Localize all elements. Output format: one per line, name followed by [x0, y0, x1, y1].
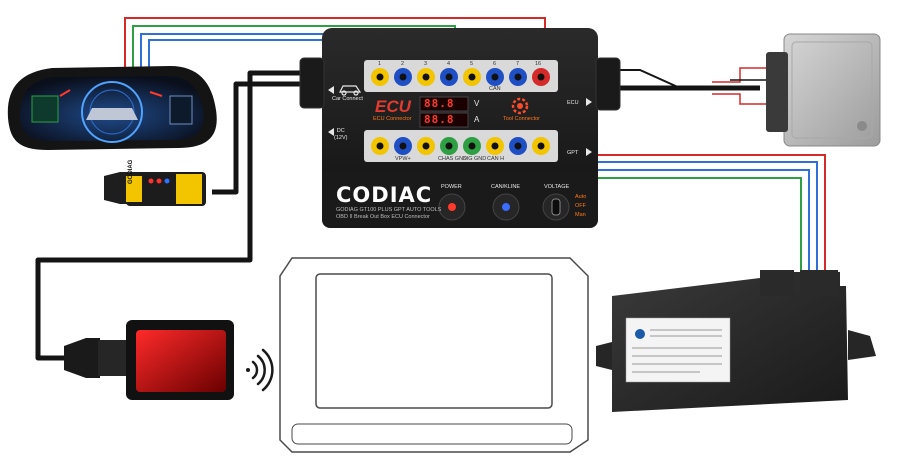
ecu-connector-label: ECU Connector: [373, 116, 412, 122]
obd-adapter-brand: GODIAG: [128, 159, 134, 184]
instrument-cluster: [7, 66, 217, 150]
ecu-title: ECU: [375, 97, 411, 116]
bottom-pin-label: CAN H: [487, 156, 505, 162]
bottom-banana-jacks: [371, 137, 550, 155]
top-banana-jacks: [371, 68, 550, 86]
jack-top-1: [371, 68, 389, 86]
jack-bottom-6: [486, 137, 504, 155]
vci-dongle: [64, 320, 234, 400]
switch-auto-label: Auto: [575, 194, 587, 200]
bottom-pin-label: SIG GND: [463, 156, 487, 162]
gpt-side-label: GPT: [567, 150, 579, 156]
ecu-lead-wires: [712, 67, 775, 105]
wifi-signal-icon: [246, 348, 274, 392]
bottom-pin-label: CHAS GND: [438, 156, 468, 162]
gear-icon: [511, 97, 529, 115]
cable-to-tablet-vci: [35, 70, 328, 361]
jack-bottom-2: [394, 137, 412, 155]
ecu-side-label: ECU: [567, 100, 579, 106]
jack-bottom-5: [463, 137, 481, 155]
switch-off-label: OFF: [575, 203, 586, 209]
cable-to-obd-adapter: [212, 81, 300, 195]
current-unit: A: [474, 115, 480, 124]
top-pin-label-16: 16: [535, 61, 542, 67]
tablet-device: [279, 257, 589, 453]
subtitle-line-1: GODIAG GT100 PLUS GPT AUTO TOOLS: [336, 207, 442, 213]
voltage-switch[interactable]: [542, 193, 570, 221]
top-pin-number: 3: [424, 61, 428, 67]
top-pin-number: 6: [493, 61, 497, 67]
voltage-label: VOLTAGE: [544, 184, 570, 190]
jack-bottom-1: [371, 137, 389, 155]
jack-top-2: [394, 68, 412, 86]
power-label: POWER: [441, 184, 462, 190]
jack-top-5: [463, 68, 481, 86]
power-button[interactable]: [438, 193, 466, 221]
dc-label: DC (12V): [334, 128, 348, 141]
arrow-left-icon-dc: [328, 128, 334, 136]
voltage-display: [419, 96, 469, 112]
can-kline-button[interactable]: [492, 193, 520, 221]
top-pin-number: 5: [470, 61, 474, 67]
top-pin-number: 7: [516, 61, 520, 67]
subtitle-line-2: OBD II Break Out Box ECU Connector: [336, 214, 430, 220]
bottom-pin-label: VPW+: [395, 156, 411, 162]
jack-bottom-8: [532, 137, 550, 155]
jack-top-3: [417, 68, 435, 86]
voltage-unit: V: [474, 99, 480, 108]
jack-top-4: [440, 68, 458, 86]
jack-top-6: [486, 68, 504, 86]
top-pin-number: 4: [447, 61, 451, 67]
arrow-right-icon-ecu: [586, 98, 592, 106]
switch-man-label: Man: [575, 212, 586, 218]
top-pin-number: 1: [378, 61, 382, 67]
top-pin-number: 2: [401, 61, 405, 67]
brand-logo: CODIAC: [336, 183, 433, 207]
jack-top-7: [509, 68, 527, 86]
obd-adapter: [104, 172, 206, 206]
can-kline-label: CAN/KLINE: [491, 184, 521, 190]
jack-bottom-4: [440, 137, 458, 155]
voltage-reading: 88.8: [424, 97, 455, 110]
bcm-module: [596, 270, 876, 412]
current-display: [419, 112, 469, 128]
jack-top-8: [532, 68, 550, 86]
tool-connector-label: Tool Connector: [503, 116, 540, 122]
car-connect-label: Car Connect: [332, 96, 363, 102]
jack-bottom-7: [509, 137, 527, 155]
arrow-left-icon: [328, 86, 334, 94]
jack-bottom-3: [417, 137, 435, 155]
current-reading: 88.8: [424, 113, 455, 126]
arrow-right-icon-gpt: [586, 148, 592, 156]
top-pin-label-can: CAN: [489, 86, 501, 92]
car-icon: [339, 85, 362, 96]
ecu-module: [766, 33, 881, 147]
